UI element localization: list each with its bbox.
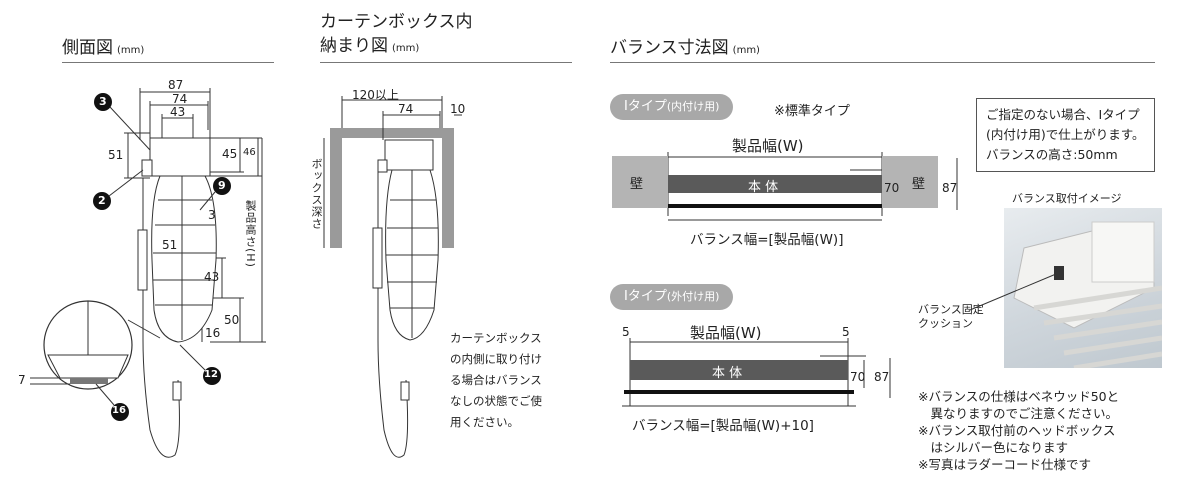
- dim-43-lower: 43: [204, 270, 220, 284]
- photo-caption: バランス取付イメージ: [1012, 192, 1122, 205]
- pill-outer-type: Iタイプ(外付け用): [610, 284, 734, 310]
- inner-body-label: 本 体: [748, 180, 779, 195]
- dim-7: 7: [18, 373, 26, 387]
- callout-16: 16: [112, 405, 126, 416]
- outer-product-width-label: 製品幅(W): [690, 324, 762, 342]
- outer-body-label: 本 体: [712, 366, 743, 381]
- outer-valance-width: バランス幅=[製品幅(W)+10]: [632, 418, 814, 434]
- dim-3: 3: [208, 208, 216, 222]
- dim-16: 16: [205, 326, 221, 340]
- outer-dim-5-left: 5: [622, 325, 630, 339]
- valance-title-rule: [610, 62, 1155, 63]
- box-depth-label: ボックス深さ: [310, 158, 323, 230]
- inner-product-width-label: 製品幅(W): [732, 137, 804, 155]
- side-view-title: 側面図(mm): [62, 38, 145, 58]
- dim-10: 10: [450, 102, 466, 116]
- inner-type-drawing: [612, 152, 958, 221]
- callout-3: 3: [99, 95, 107, 108]
- dim-43: 43: [170, 105, 186, 119]
- dim-74: 74: [172, 92, 188, 106]
- dim-51: 51: [108, 148, 124, 162]
- footnotes: ※バランスの仕様はベネウッド50と 異なりますのでご注意ください。 ※バランス取…: [918, 389, 1120, 472]
- inner-valance-width: バランス幅=[製品幅(W)]: [690, 232, 844, 248]
- box-view-drawing: [323, 96, 462, 458]
- callout-9: 9: [218, 179, 226, 192]
- dim-50: 50: [224, 313, 240, 327]
- box-view-note: カーテンボックス の内側に取り付け る場合はバランス なしの状態でご使 用くださ…: [450, 331, 542, 429]
- dim-51-inner: 51: [162, 238, 178, 252]
- default-spec-note: ご指定のない場合、Iタイプ (内付け用)で仕上がります。 バランスの高さ:50m…: [976, 98, 1155, 172]
- side-view-drawing: [30, 88, 266, 458]
- inner-dim-87: 87: [942, 181, 958, 195]
- inner-dim-70: 70: [884, 181, 900, 195]
- dim-45: 45: [222, 147, 238, 161]
- cushion-leader: [969, 273, 1057, 311]
- cushion-label: バランス固定 クッション: [918, 303, 984, 330]
- product-height-label: 製品高さ(H): [244, 200, 257, 268]
- dim-120-or-more: 120以上: [352, 88, 399, 102]
- callout-2: 2: [98, 194, 106, 207]
- valance-install-photo: [1004, 208, 1162, 368]
- valance-title: バランス寸法図(mm): [610, 38, 760, 58]
- box-view-title-rule: [320, 62, 572, 63]
- box-view-title: カーテンボックス内 納まり図(mm): [320, 12, 473, 56]
- callout-12: 12: [204, 369, 218, 380]
- dim-74-box: 74: [398, 102, 414, 116]
- outer-dim-87: 87: [874, 370, 890, 384]
- inner-wall-right: 壁: [912, 177, 926, 192]
- pill-inner-type: Iタイプ(内付け用): [610, 94, 734, 120]
- side-view-title-rule: [62, 62, 274, 63]
- outer-type-drawing: [622, 338, 891, 407]
- outer-dim-5-right: 5: [842, 325, 850, 339]
- outer-dim-70: 70: [850, 370, 866, 384]
- standard-type-tag: ※標準タイプ: [774, 104, 850, 119]
- inner-wall-left: 壁: [630, 177, 644, 192]
- dim-46: 46: [243, 147, 256, 158]
- dim-87: 87: [168, 78, 184, 92]
